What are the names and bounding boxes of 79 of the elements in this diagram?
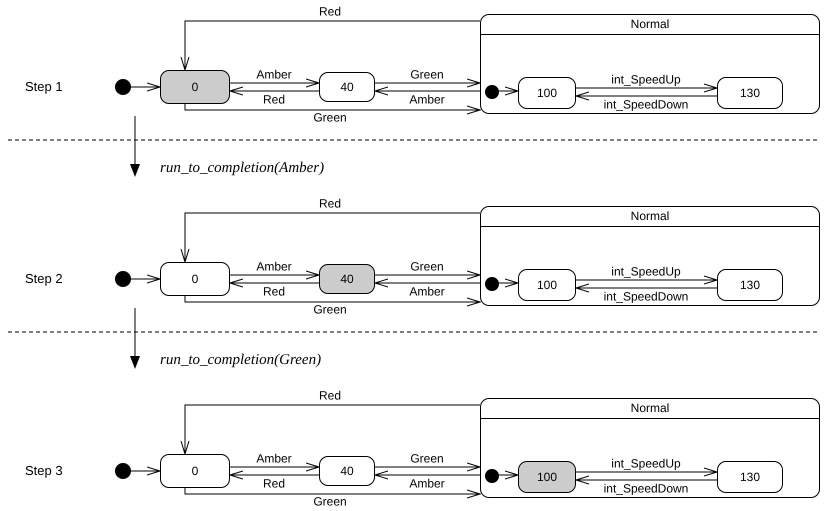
edge-label: Green bbox=[409, 452, 445, 466]
arrow bbox=[130, 466, 160, 476]
initial-state-dot bbox=[485, 469, 499, 483]
arrow bbox=[374, 270, 480, 280]
arrow bbox=[230, 270, 320, 280]
transition-note: run_to_completion(Green) bbox=[160, 352, 322, 369]
arrow bbox=[180, 404, 480, 454]
arrow bbox=[576, 84, 718, 92]
edge-label: int_SpeedUp bbox=[610, 458, 682, 470]
state-title: Normal bbox=[481, 399, 819, 419]
arrow bbox=[576, 276, 718, 284]
edge-label: Green bbox=[312, 112, 348, 124]
arrow bbox=[374, 78, 480, 88]
arrow bbox=[576, 284, 718, 292]
arrow bbox=[374, 86, 480, 96]
arrow bbox=[130, 274, 160, 284]
state-title: Normal bbox=[481, 15, 819, 35]
initial-state-dot bbox=[115, 463, 131, 479]
edge-label: Amber bbox=[408, 286, 446, 298]
state-box: 100 bbox=[518, 461, 576, 493]
edge-label: Red bbox=[262, 478, 286, 490]
arrow bbox=[230, 278, 320, 288]
edge-label: int_SpeedDown bbox=[602, 290, 690, 304]
transition-note: run_to_completion(Amber) bbox=[160, 160, 324, 177]
state-box: 130 bbox=[717, 77, 783, 109]
edge-label: Amber bbox=[255, 452, 293, 466]
step-label: Step 3 bbox=[25, 464, 63, 478]
arrow bbox=[230, 78, 320, 88]
edge-label: Green bbox=[312, 304, 348, 316]
edge-label: Green bbox=[409, 260, 445, 274]
arrow bbox=[374, 470, 480, 480]
state-box: 100 bbox=[518, 77, 576, 109]
arrow bbox=[180, 212, 480, 262]
edge-label: int_SpeedUp bbox=[610, 266, 682, 278]
edge-label: int_SpeedUp bbox=[610, 74, 682, 86]
state-box: 0 bbox=[160, 70, 230, 104]
edge-label: Red bbox=[262, 286, 286, 298]
arrow bbox=[498, 470, 518, 480]
arrow bbox=[498, 278, 518, 288]
edge-label: Green bbox=[409, 68, 445, 82]
edge-label: Amber bbox=[255, 260, 293, 274]
arrow bbox=[230, 462, 320, 472]
state-box: 130 bbox=[717, 461, 783, 493]
arrow bbox=[498, 86, 518, 96]
initial-state-dot bbox=[485, 277, 499, 291]
arrow bbox=[184, 104, 480, 114]
state-box: 130 bbox=[717, 269, 783, 301]
state-title: Normal bbox=[481, 207, 819, 227]
arrow bbox=[130, 82, 160, 92]
arrow bbox=[576, 476, 718, 484]
edge-label: Green bbox=[312, 496, 348, 508]
arrow bbox=[230, 86, 320, 96]
initial-state-dot bbox=[115, 271, 131, 287]
arrow bbox=[374, 462, 480, 472]
state-box: 40 bbox=[319, 72, 375, 102]
edge-label: Amber bbox=[255, 68, 293, 82]
edge-label: Red bbox=[318, 6, 342, 18]
state-box: 40 bbox=[319, 264, 375, 294]
state-box: 0 bbox=[160, 454, 230, 488]
state-box: 100 bbox=[518, 269, 576, 301]
edge-label: Red bbox=[318, 198, 342, 210]
arrow bbox=[184, 296, 480, 306]
arrow bbox=[230, 470, 320, 480]
step-label: Step 1 bbox=[25, 80, 63, 94]
edge-label: int_SpeedDown bbox=[602, 98, 690, 112]
edge-label: int_SpeedDown bbox=[602, 482, 690, 496]
edge-label: Amber bbox=[408, 94, 446, 106]
edge-label: Red bbox=[262, 94, 286, 106]
arrow bbox=[184, 488, 480, 498]
initial-state-dot bbox=[115, 79, 131, 95]
step-label: Step 2 bbox=[25, 272, 63, 286]
state-box: 0 bbox=[160, 262, 230, 296]
arrow bbox=[180, 20, 480, 70]
edge-label: Red bbox=[318, 390, 342, 402]
edge-label: Amber bbox=[408, 478, 446, 490]
arrow bbox=[576, 468, 718, 476]
state-box: 40 bbox=[319, 456, 375, 486]
arrow bbox=[374, 278, 480, 288]
initial-state-dot bbox=[485, 85, 499, 99]
